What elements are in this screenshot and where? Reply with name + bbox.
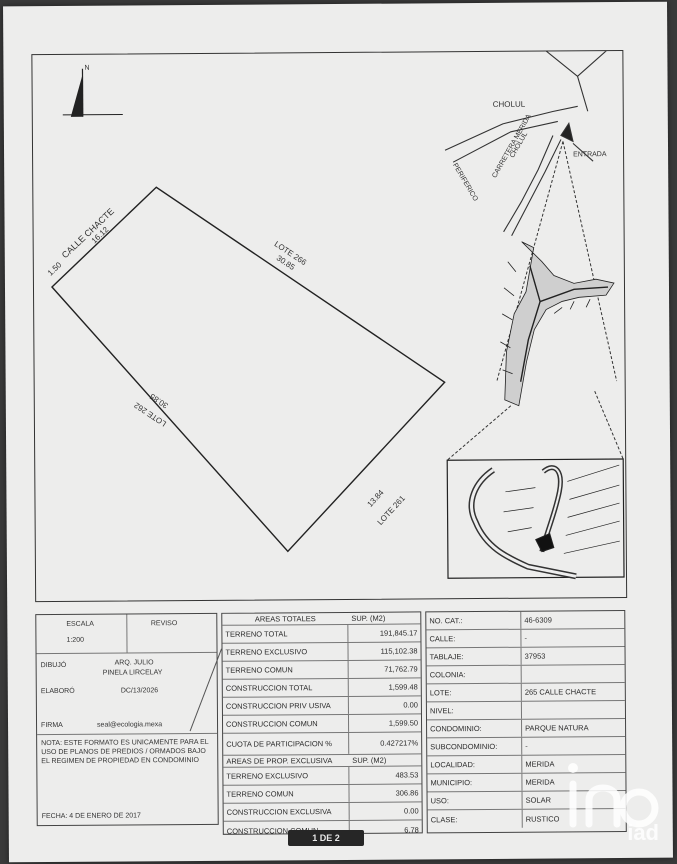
dibujo-value-2: PINELA LIRCELAY [102, 669, 163, 677]
elaboro-label: ELABORÓ [40, 687, 75, 696]
compass-letter: N [84, 64, 90, 72]
sup-header: SUP. (M2) [351, 613, 386, 623]
site-plan [500, 241, 615, 407]
detail-plan [446, 458, 625, 580]
north-arrow-icon [62, 68, 123, 117]
reviso-label: REVISO [150, 620, 178, 628]
cuota-row: CUOTA DE PARTICIPACION %0.427217% [223, 732, 422, 756]
document-sheet: CALLE CHACTE 16.12 1.50 LOTE 266 30.85 3… [3, 1, 673, 863]
title-block: ESCALA 1:200 REVISO DIBUJÓ ARQ. JULIO PI… [35, 602, 627, 839]
elaboro-value: DC/13/2026 [120, 687, 159, 695]
escala-label: ESCALA [66, 620, 94, 628]
firma-value: seal@ecologia.mexa [97, 721, 163, 729]
info-row: LOTE:265 CALLE CHACTE [426, 683, 625, 703]
info-row: TABLAJE:37953 [426, 647, 625, 667]
road-label-5: ENTRADA [573, 151, 607, 159]
areas-header: AREAS TOTALES [254, 614, 316, 624]
dibujo-value-1: ARQ. JULIO [114, 659, 154, 667]
slash-mark [189, 648, 222, 732]
fecha-text: FECHA: 4 DE ENERO DE 2017 [41, 812, 141, 821]
iad-logo-icon [568, 763, 659, 828]
lot-polygon [51, 186, 446, 553]
info-row: NO. CAT.:46-6309 [426, 611, 625, 631]
firma-label: FIRMA [41, 721, 63, 730]
watermark-text: iad [627, 820, 659, 845]
info-row: NIVEL: [426, 701, 626, 721]
location-roads [444, 51, 618, 237]
plan-drawing [51, 51, 625, 580]
info-row: CALLE:- [426, 629, 625, 649]
dibujo-label: DIBUJÓ [40, 661, 67, 670]
info-row: CONDOMINIO:PARQUE NATURA [427, 719, 626, 739]
info-row: COLONIA: [426, 665, 625, 685]
page-indicator: 1 DE 2 [288, 830, 364, 846]
zoom-cone [496, 141, 618, 383]
nota-text: NOTA: ESTE FORMATO ES UNICAMENTE PARA EL… [41, 738, 209, 766]
escala-value: 1:200 [66, 636, 85, 644]
road-label-1: CHOLUL [492, 99, 526, 109]
plan-frame: CALLE CHACTE 16.12 1.50 LOTE 266 30.85 3… [31, 49, 628, 603]
